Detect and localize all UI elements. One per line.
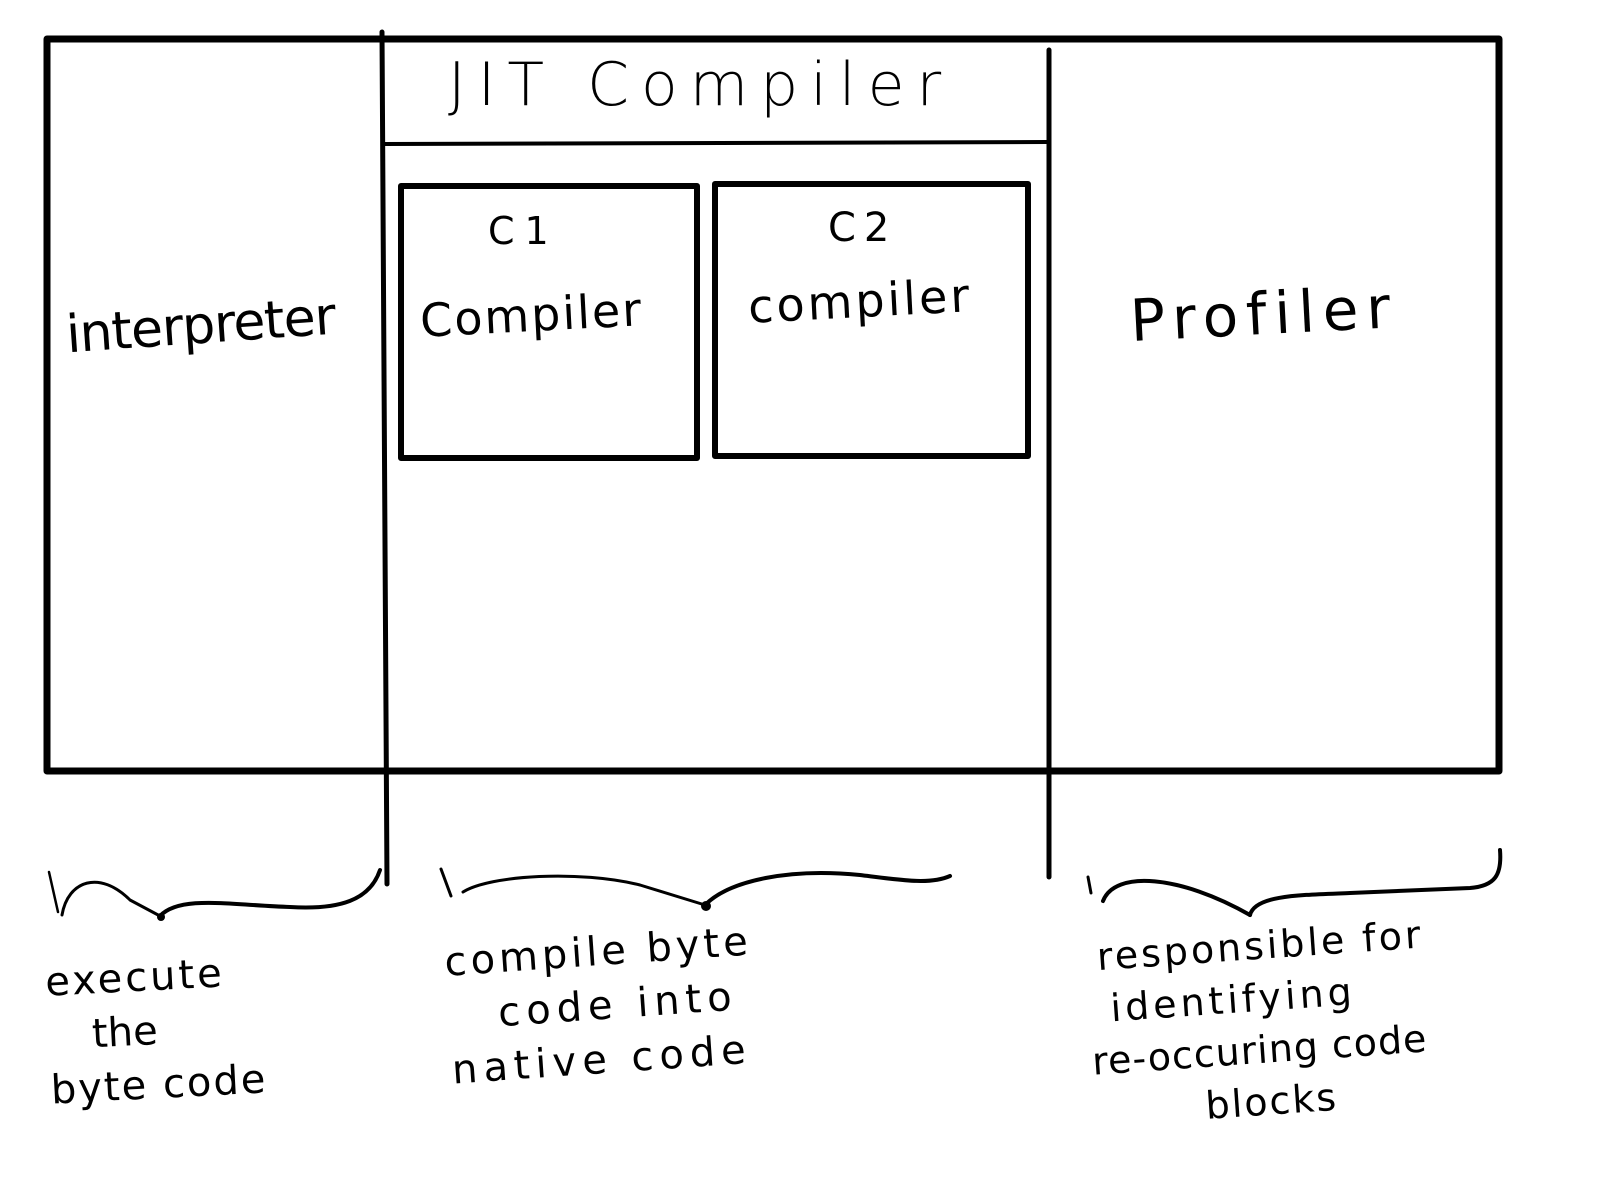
c2-compiler-label: compiler (746, 268, 974, 334)
c1-label: C1 (488, 209, 559, 253)
c1-box (398, 183, 700, 461)
annotation-jit: compile byte code into native code (443, 914, 761, 1097)
c2-label: C2 (828, 205, 898, 251)
jit-compiler-title: JIT Compiler (448, 50, 954, 120)
annotation-interpreter-line-3: byte code (49, 1056, 269, 1114)
brace-interpreter (47, 868, 382, 921)
c2-box (712, 181, 1031, 459)
annotation-interpreter: execute the byte code (44, 944, 269, 1117)
brace-profiler (1086, 848, 1503, 917)
annotation-profiler: responsible for identifying re-occuring … (1083, 908, 1436, 1139)
brace-jit (439, 867, 952, 911)
outer-box (43, 35, 1503, 775)
divider-interpreter-jit (379, 29, 390, 887)
c1-compiler-label: Compiler (418, 282, 645, 348)
jit-header-divider (383, 140, 1049, 146)
profiler-label: Profiler (1128, 273, 1400, 355)
